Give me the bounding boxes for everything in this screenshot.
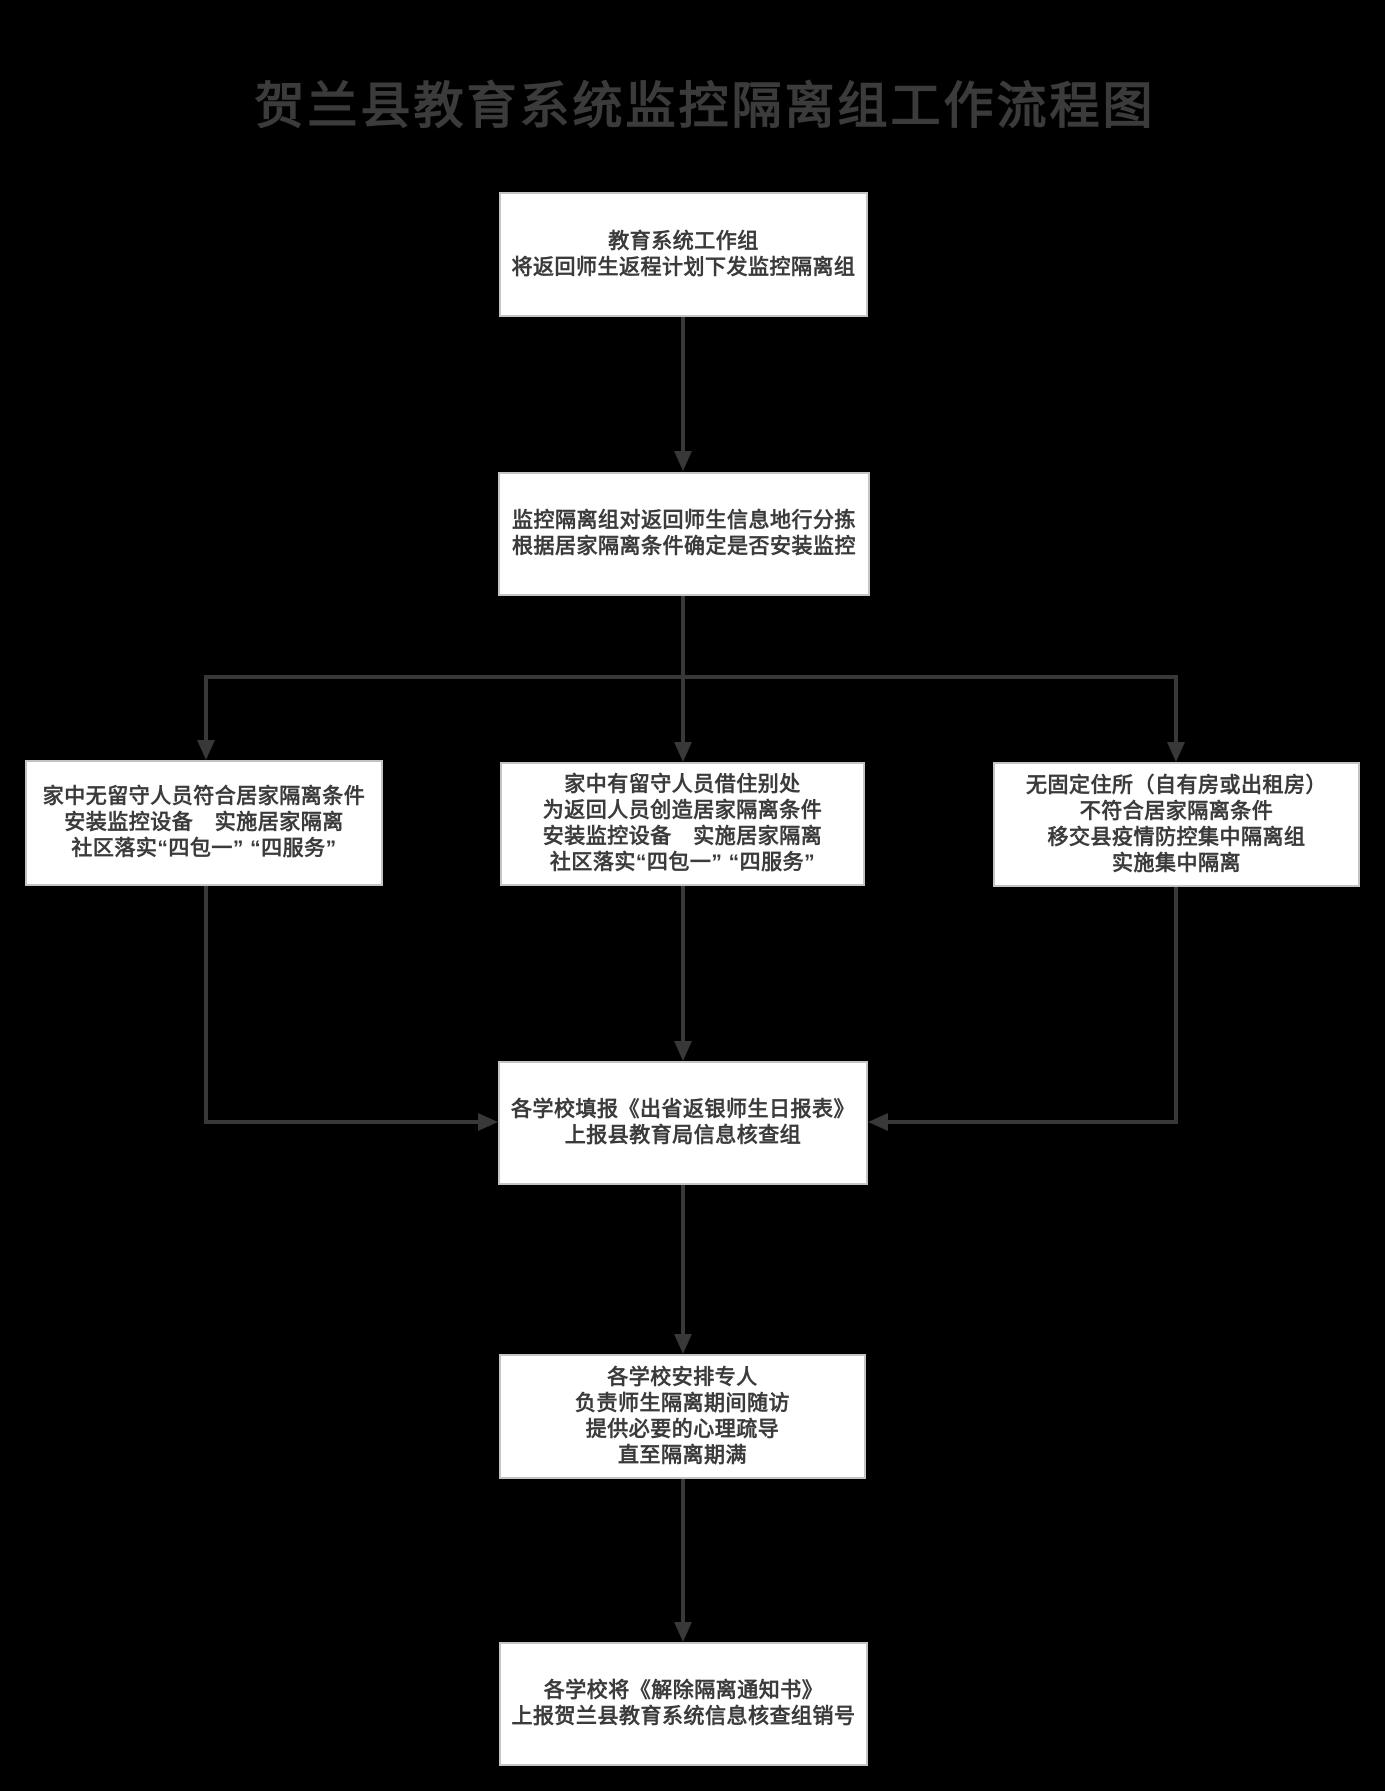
box-text-line: 将返回师生返程计划下发监控隔离组 [511, 255, 856, 279]
box-text-line: 监控隔离组对返回师生信息地行分拣 [512, 509, 856, 532]
flow-box-step6: 各学校将《解除隔离通知书》 上报贺兰县教育系统信息核查组销号 [499, 1642, 868, 1766]
flow-box-branch-left: 家中无留守人员符合居家隔离条件 安装监控设备 实施居家隔离 社区落实“四包一” … [25, 760, 383, 886]
branch-middle-arrow-head-icon [674, 742, 692, 762]
branch-right-drop-line [1174, 675, 1178, 742]
merge-left-arrow-head-icon [478, 1113, 498, 1131]
box-text-line: 教育系统工作组 [608, 229, 759, 253]
arrow-step1-step2-head-icon [674, 451, 692, 471]
box-text-line: 安装监控设备 实施居家隔离 [542, 825, 823, 848]
arrow-step4-step5-head-icon [674, 1334, 692, 1354]
box-text-line: 根据居家隔离条件确定是否安装监控 [512, 535, 856, 558]
branch-bar-line [204, 675, 1178, 679]
arrow-step5-step6-head-icon [674, 1622, 692, 1642]
flow-box-step2: 监控隔离组对返回师生信息地行分拣 根据居家隔离条件确定是否安装监控 [498, 472, 870, 596]
flow-box-branch-right: 无固定住所（自有房或出租房） 不符合居家隔离条件 移交县疫情防控集中隔离组 实施… [993, 762, 1360, 887]
flow-box-step5: 各学校安排专人 负责师生隔离期间随访 提供必要的心理疏导 直至隔离期满 [499, 1354, 866, 1479]
merge-right-horizontal-line [888, 1120, 1178, 1124]
branch-left-arrow-head-icon [197, 740, 215, 760]
box-text-line: 社区落实“四包一” “四服务” [71, 837, 337, 860]
merge-middle-arrow-head-icon [674, 1041, 692, 1061]
flow-box-branch-middle: 家中有留守人员借住别处 为返回人员创造居家隔离条件 安装监控设备 实施居家隔离 … [500, 762, 865, 886]
box-text-line: 为返回人员创造居家隔离条件 [542, 799, 823, 822]
merge-left-horizontal-line [204, 1120, 478, 1124]
branch-stem-line [681, 596, 685, 677]
arrow-step5-step6-line [681, 1479, 685, 1622]
merge-right-vertical-line [1174, 887, 1178, 1124]
branch-left-drop-line [204, 675, 208, 740]
merge-left-vertical-line [204, 886, 208, 1124]
box-text-line: 无固定住所（自有房或出租房） [1026, 773, 1327, 797]
box-text-line: 社区落实“四包一” “四服务” [549, 851, 816, 874]
box-text-line: 提供必要的心理疏导 [585, 1417, 780, 1441]
branch-right-arrow-head-icon [1167, 742, 1185, 762]
page-title: 贺兰县教育系统监控隔离组工作流程图 [254, 78, 1156, 134]
box-text-line: 负责师生隔离期间随访 [575, 1391, 790, 1415]
box-text-line: 不符合居家隔离条件 [1079, 799, 1274, 823]
box-text-line: 直至隔离期满 [618, 1443, 747, 1467]
merge-right-arrow-head-icon [868, 1113, 888, 1131]
box-text-line: 各学校安排专人 [607, 1365, 758, 1389]
branch-middle-drop-line [681, 679, 685, 742]
box-text-line: 上报县教育局信息核查组 [564, 1124, 802, 1147]
box-text-line: 实施集中隔离 [1112, 851, 1241, 875]
box-text-line: 家中有留守人员借住别处 [564, 773, 801, 796]
box-text-line: 安装监控设备 实施居家隔离 [64, 811, 344, 834]
box-text-line: 移交县疫情防控集中隔离组 [1047, 825, 1306, 849]
flow-box-step1: 教育系统工作组 将返回师生返程计划下发监控隔离组 [499, 192, 868, 317]
box-text-line: 上报贺兰县教育系统信息核查组销号 [511, 1705, 856, 1728]
box-text-line: 各学校填报《出省返银师生日报表》 [511, 1098, 855, 1121]
flow-box-step4: 各学校填报《出省返银师生日报表》 上报县教育局信息核查组 [498, 1061, 868, 1185]
arrow-step4-step5-line [681, 1185, 685, 1334]
merge-middle-line [681, 886, 685, 1041]
box-text-line: 各学校将《解除隔离通知书》 [543, 1679, 824, 1702]
box-text-line: 家中无留守人员符合居家隔离条件 [42, 785, 366, 808]
arrow-step1-step2-line [681, 317, 685, 451]
